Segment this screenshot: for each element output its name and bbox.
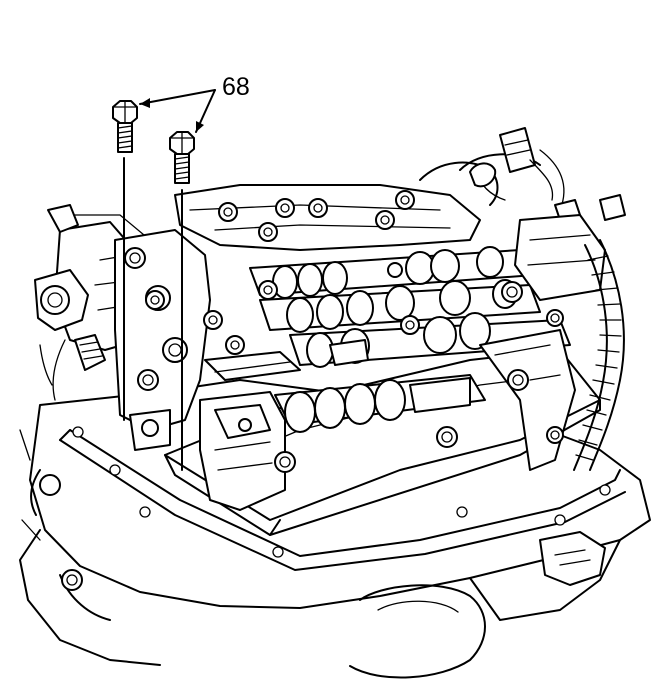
spool-row-2 [259, 279, 541, 333]
transmission-case-outline [19, 379, 651, 679]
valve-spools [204, 246, 571, 433]
left-valve-block [114, 229, 211, 451]
flange-bolt-holes [72, 426, 611, 558]
lower-valve-block [199, 391, 286, 511]
top-cover-bolts [218, 190, 415, 242]
removed-bolt-right [169, 131, 195, 471]
pan-flange [59, 426, 626, 571]
spool-row-1 [249, 246, 536, 299]
removed-bolt-left [112, 100, 138, 421]
valve-body-bolts [145, 280, 564, 473]
spool-row-4 [274, 374, 486, 433]
callout-label: 68 [222, 73, 250, 101]
corrugated-loom [573, 239, 625, 471]
upper-valve-body-cover [174, 153, 541, 251]
leader-line-left [139, 89, 216, 105]
callout-68: 68 [139, 73, 250, 133]
